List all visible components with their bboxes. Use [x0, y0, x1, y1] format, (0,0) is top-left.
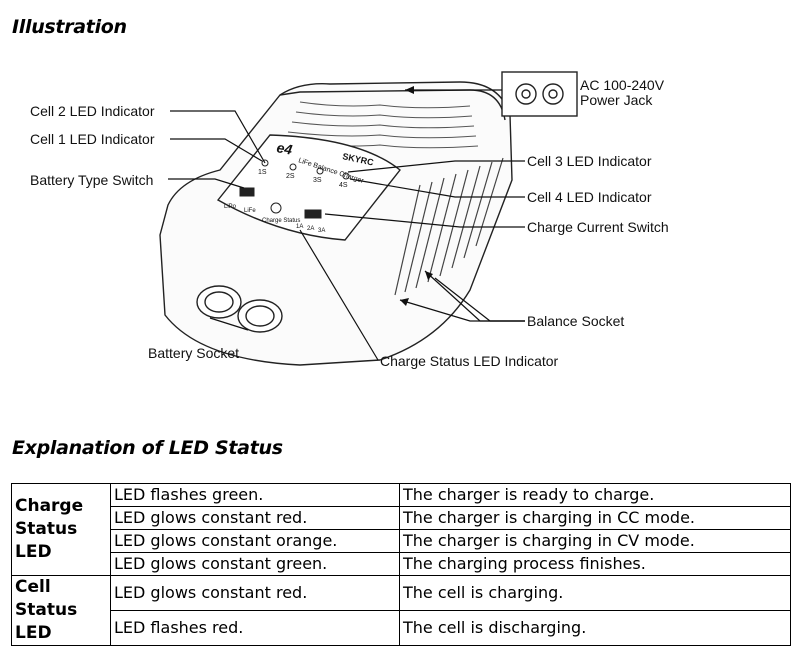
- led-cell: LED glows constant red.: [110, 575, 400, 611]
- callout-cell2: Cell 2 LED Indicator: [30, 103, 155, 119]
- panel-controls: [239, 159, 350, 219]
- charger-diagram: SKYRC e4 LiFe Balance Charger 1S 2S 3S 4…: [30, 71, 669, 369]
- panel-cell-label-4: 4S: [339, 182, 348, 189]
- group-label-charge-status: Charge Status LED: [11, 483, 111, 576]
- table-row: Cell Status LED LED glows constant red. …: [11, 575, 791, 646]
- table-row: LED glows constant green. The charging p…: [12, 552, 791, 576]
- meaning-cell: The cell is charging.: [399, 575, 791, 611]
- table-row: LED glows constant orange. The charger i…: [12, 529, 791, 553]
- panel-current-label-1: 1A: [296, 224, 303, 230]
- callout-ac-power-line1: AC 100-240V: [580, 77, 665, 93]
- callout-balance-socket: Balance Socket: [527, 313, 624, 329]
- panel-status-label: Charge Status: [262, 218, 300, 224]
- callout-ac-power-line2: Power Jack: [580, 92, 653, 108]
- panel-cell-label-2: 2S: [286, 173, 295, 180]
- callout-cell3: Cell 3 LED Indicator: [527, 153, 652, 169]
- meaning-cell: The charging process finishes.: [399, 552, 791, 576]
- meaning-cell: The charger is ready to charge.: [399, 483, 791, 507]
- top-vent: [283, 101, 479, 149]
- callout-battery-type-switch: Battery Type Switch: [30, 172, 153, 188]
- led-status-table: Charge Status LED LED flashes green. The…: [11, 483, 791, 646]
- meaning-cell: The charger is charging in CC mode.: [399, 506, 791, 530]
- led-cell: LED flashes green.: [110, 483, 400, 507]
- panel-model: e4: [275, 139, 293, 157]
- group-label-line2: Status LED: [15, 519, 78, 562]
- meaning-cell: The charger is charging in CV mode.: [399, 529, 791, 553]
- panel-cell-label-3: 3S: [313, 177, 322, 184]
- callout-charge-current-switch: Charge Current Switch: [527, 219, 669, 235]
- group-label-line2: LED: [15, 623, 52, 643]
- led-cell: LED glows constant orange.: [110, 529, 400, 553]
- power-jack-box: [501, 71, 578, 117]
- side-vents: [394, 157, 504, 296]
- led-cell: LED glows constant red.: [110, 506, 400, 530]
- battery-socket-shape: [196, 285, 283, 333]
- panel-type-label-life: LiFe: [244, 208, 256, 214]
- table-row: LED flashes red. The cell is discharging…: [12, 610, 791, 646]
- group-label-line1: Cell Status: [15, 577, 78, 620]
- panel-cell-label-1: 1S: [258, 169, 267, 176]
- callout-battery-socket: Battery Socket: [148, 345, 239, 361]
- meaning-cell: The cell is discharging.: [399, 610, 791, 646]
- panel-current-label-2: 2A: [307, 226, 314, 232]
- group-label-cell-status: Cell Status LED: [11, 575, 111, 646]
- table-row: Charge Status LED LED flashes green. The…: [11, 483, 791, 576]
- panel-type-label-lipo: LiPo: [224, 204, 237, 210]
- led-cell: LED glows constant green.: [110, 552, 400, 576]
- callout-cell4: Cell 4 LED Indicator: [527, 189, 652, 205]
- illustration-title: Illustration: [12, 16, 127, 38]
- table-row: LED glows constant red. The charger is c…: [12, 506, 791, 530]
- panel-current-label-3: 3A: [318, 228, 325, 234]
- led-status-title: Explanation of LED Status: [12, 437, 283, 459]
- callout-cell1: Cell 1 LED Indicator: [30, 131, 155, 147]
- led-cell: LED flashes red.: [110, 610, 400, 646]
- callout-charge-status-led: Charge Status LED Indicator: [380, 353, 559, 369]
- group-label-line1: Charge: [15, 496, 84, 516]
